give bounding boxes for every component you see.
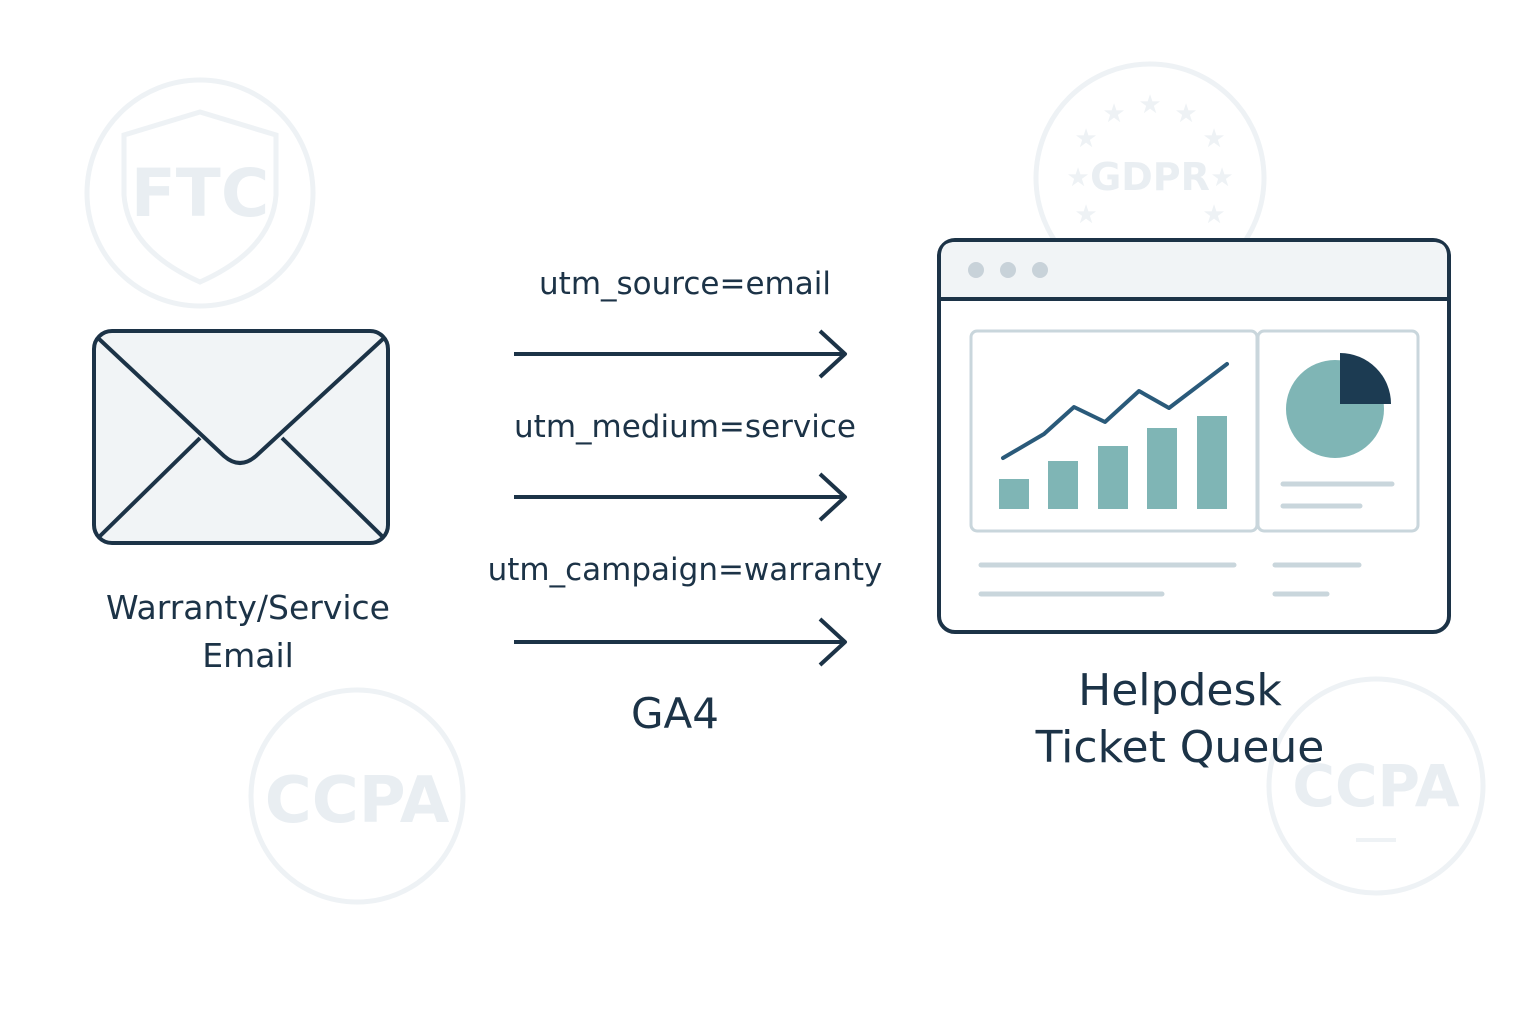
chart-bar xyxy=(1197,416,1227,509)
svg-text:★: ★ xyxy=(1202,200,1225,230)
trend-line xyxy=(1001,362,1229,460)
email-label-line2: Email xyxy=(202,636,294,675)
helpdesk-label-line2: Ticket Queue xyxy=(1035,722,1325,773)
ftc-watermark: FTC xyxy=(84,77,316,309)
utm-campaign-label: utm_campaign=warranty xyxy=(487,552,883,588)
chart-bar xyxy=(1147,428,1177,509)
ccpa-right-watermark-text: CCPA xyxy=(1292,752,1459,820)
utm-medium-label: utm_medium=service xyxy=(514,409,856,445)
helpdesk-label-line1: Helpdesk xyxy=(1078,665,1282,716)
helpdesk-node-label: Helpdesk Ticket Queue xyxy=(960,662,1400,776)
svg-text:★: ★ xyxy=(1074,124,1097,154)
pie-chart xyxy=(1286,353,1391,458)
svg-text:★: ★ xyxy=(1174,99,1197,129)
svg-text:★: ★ xyxy=(1102,99,1125,129)
gdpr-watermark-text: GDPR xyxy=(1090,155,1210,199)
chart-bar xyxy=(999,479,1029,509)
svg-text:★: ★ xyxy=(1074,200,1097,230)
ga4-label: GA4 xyxy=(631,689,719,738)
gdpr-watermark: ★ ★ ★ ★ ★ ★ ★ ★ ★ GDPR xyxy=(1033,61,1267,295)
arrow-utm-campaign xyxy=(514,617,847,667)
chart-bar xyxy=(1098,446,1128,509)
ccpa-left-watermark-text: CCPA xyxy=(265,764,450,838)
window-dots xyxy=(968,262,1048,278)
gdpr-stars: ★ ★ ★ ★ ★ ★ ★ ★ ★ xyxy=(1066,90,1233,230)
email-label-line1: Warranty/Service xyxy=(106,588,390,627)
placeholder-text-lines xyxy=(978,562,1362,597)
svg-text:★: ★ xyxy=(1066,163,1089,193)
pie-slice-small xyxy=(1340,353,1391,404)
dashboard-window-icon xyxy=(937,238,1451,634)
svg-text:★: ★ xyxy=(1210,163,1233,193)
arrow-utm-source xyxy=(514,329,847,379)
arrow-utm-medium xyxy=(514,472,847,522)
email-node-label: Warranty/Service Email xyxy=(48,584,448,680)
utm-source-label: utm_source=email xyxy=(539,266,831,302)
chart-bar xyxy=(1048,461,1078,509)
svg-text:★: ★ xyxy=(1138,90,1161,120)
bar-chart-bars xyxy=(999,416,1227,509)
ftc-watermark-text: FTC xyxy=(131,155,270,232)
ccpa-watermark-left: CCPA xyxy=(248,687,466,905)
svg-text:★: ★ xyxy=(1202,124,1225,154)
envelope-icon xyxy=(92,329,390,545)
ccpa-watermark-right: CCPA xyxy=(1266,676,1486,896)
